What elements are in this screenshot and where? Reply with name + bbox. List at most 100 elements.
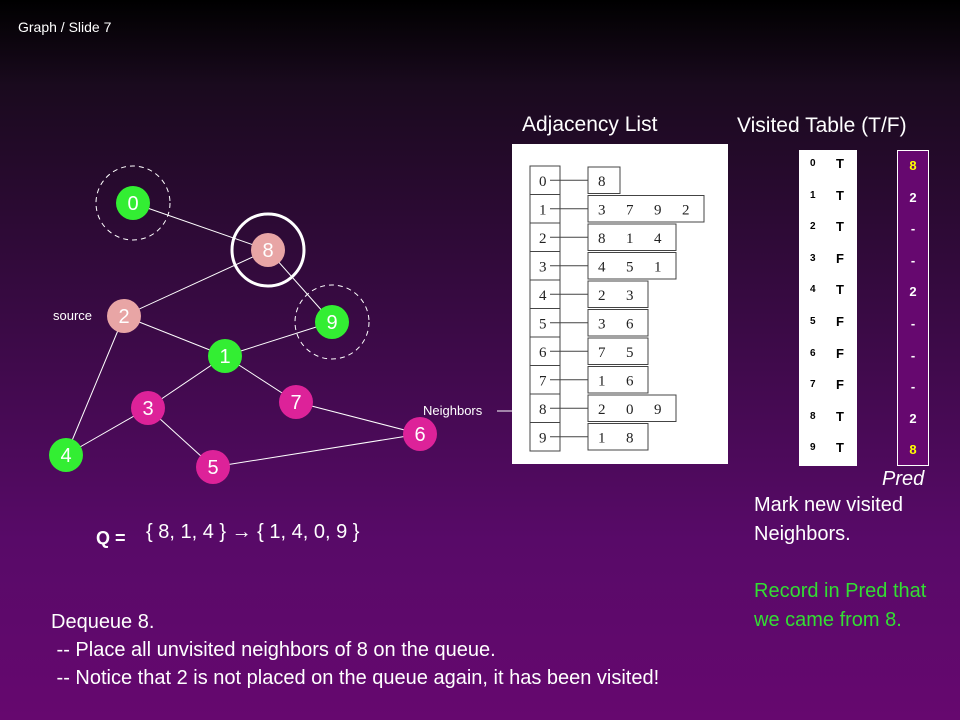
pred-row-4: 2 bbox=[898, 277, 928, 309]
visited-index: 1 bbox=[810, 189, 816, 201]
current-node-ring bbox=[230, 212, 306, 288]
mark-visited-text: Mark new visited Neighbors. bbox=[754, 494, 903, 545]
queue-value: { 8, 1, 4 } → { 1, 4, 0, 9 } bbox=[146, 521, 360, 543]
pred-value: - bbox=[910, 347, 916, 363]
adjacency-row-1: 1 3 7 9 2 bbox=[530, 194, 705, 223]
adjacency-neighbor: 8 bbox=[598, 174, 606, 190]
pred-value: 8 bbox=[909, 442, 917, 458]
graph-highlight-rings bbox=[95, 165, 370, 360]
adjacency-neighbor: 5 bbox=[626, 260, 634, 276]
graph-node-label: 0 bbox=[127, 193, 138, 215]
adjacency-neighbor: 4 bbox=[654, 231, 662, 247]
adjacency-neighbor-box bbox=[587, 309, 649, 337]
visited-value: F bbox=[836, 314, 844, 329]
graph-node-label: 2 bbox=[118, 306, 129, 328]
graph-node-label: 4 bbox=[60, 445, 71, 467]
graph-node-6: 6 bbox=[403, 417, 437, 451]
visited-index: 6 bbox=[810, 347, 816, 359]
adjacency-row-7: 7 1 6 bbox=[530, 365, 649, 394]
adjacency-neighbor: 7 bbox=[626, 203, 634, 219]
pred-row-7: - bbox=[898, 372, 928, 404]
graph-node-label: 7 bbox=[290, 392, 301, 414]
pred-value: 2 bbox=[909, 410, 917, 426]
adjacency-neighbor: 4 bbox=[598, 260, 606, 276]
graph-node-4: 4 bbox=[49, 438, 83, 472]
graph-node-label: 6 bbox=[414, 424, 425, 446]
pred-row-2: - bbox=[898, 214, 928, 246]
adjacency-vertex-label: 2 bbox=[539, 231, 547, 247]
adjacency-neighbor: 1 bbox=[598, 374, 606, 390]
adjacency-neighbor: 6 bbox=[626, 374, 634, 390]
adjacency-neighbor: 3 bbox=[598, 317, 606, 333]
adjacency-vertex-label: 6 bbox=[539, 345, 547, 361]
visited-index: 4 bbox=[810, 284, 816, 296]
adjacency-neighbor-box bbox=[587, 394, 677, 422]
pred-row-0: 8 bbox=[898, 151, 928, 183]
graph-node-2: 2 bbox=[107, 299, 141, 333]
adjacency-vertex-label: 7 bbox=[539, 374, 547, 390]
pred-row-9: 8 bbox=[898, 435, 928, 467]
graph-node-7: 7 bbox=[279, 385, 313, 419]
adjacency-neighbor: 2 bbox=[598, 288, 606, 304]
pred-value: 8 bbox=[909, 158, 917, 173]
graph-node-8: 8 bbox=[251, 233, 285, 267]
visited-value: F bbox=[836, 377, 844, 393]
graph-node-circle bbox=[107, 299, 141, 333]
visited-value: F bbox=[836, 345, 844, 361]
visited-value: T bbox=[836, 187, 844, 203]
pred-row-6: - bbox=[898, 341, 928, 373]
step-line: -- Place all unvisited neighbors of 8 on… bbox=[51, 639, 496, 661]
graph-edge-1-9 bbox=[224, 321, 333, 357]
graph-node-circle bbox=[116, 186, 150, 220]
adjacency-vertex-label: 1 bbox=[539, 203, 547, 219]
visited-value: F bbox=[836, 250, 844, 266]
visited-value: T bbox=[836, 440, 844, 456]
graph-node-9: 9 bbox=[315, 305, 349, 339]
pred-value: 2 bbox=[909, 284, 917, 300]
adjacency-vertex-label: 5 bbox=[539, 317, 547, 333]
adjacency-neighbor: 3 bbox=[626, 288, 634, 304]
visited-value: T bbox=[836, 408, 844, 424]
adjacency-vertex-label: 3 bbox=[539, 260, 547, 276]
adjacency-neighbor-box bbox=[587, 166, 621, 194]
visited-index: 0 bbox=[810, 158, 816, 169]
adjacency-neighbor: 8 bbox=[598, 231, 606, 247]
pred-value: 2 bbox=[909, 189, 917, 205]
adjacency-neighbor: 2 bbox=[682, 203, 690, 219]
visited-value: T bbox=[836, 219, 844, 235]
source-label: source bbox=[53, 308, 92, 323]
graph-edge-8-2 bbox=[123, 249, 269, 317]
graph-node-circle bbox=[208, 339, 242, 373]
graph-edge-0-8 bbox=[132, 202, 269, 251]
step-line: -- Notice that 2 is not placed on the qu… bbox=[51, 667, 660, 689]
graph-node-3: 3 bbox=[131, 391, 165, 425]
adjacency-neighbor: 9 bbox=[654, 203, 662, 219]
visited-table-title: Visited Table (T/F) bbox=[737, 114, 907, 137]
graph-node-label: 9 bbox=[326, 312, 337, 334]
adjacency-neighbor: 6 bbox=[626, 317, 634, 333]
adjacency-neighbor: 7 bbox=[598, 345, 606, 361]
graph-edge-2-1 bbox=[123, 315, 226, 357]
adjacency-neighbor-box bbox=[587, 252, 677, 280]
visited-value: T bbox=[836, 156, 844, 171]
visited-index: 2 bbox=[810, 221, 816, 233]
adjacency-vertex-label: 8 bbox=[539, 402, 547, 418]
new-visited-ring-0 bbox=[95, 165, 171, 241]
queue-label: Q = bbox=[96, 528, 126, 548]
adjacency-neighbor-box bbox=[587, 366, 649, 394]
adjacency-neighbor: 3 bbox=[598, 203, 606, 219]
new-visited-ring-9 bbox=[294, 284, 370, 360]
graph-node-label: 8 bbox=[262, 240, 273, 262]
adjacency-neighbor: 9 bbox=[654, 402, 662, 418]
visited-index: 3 bbox=[810, 252, 816, 264]
